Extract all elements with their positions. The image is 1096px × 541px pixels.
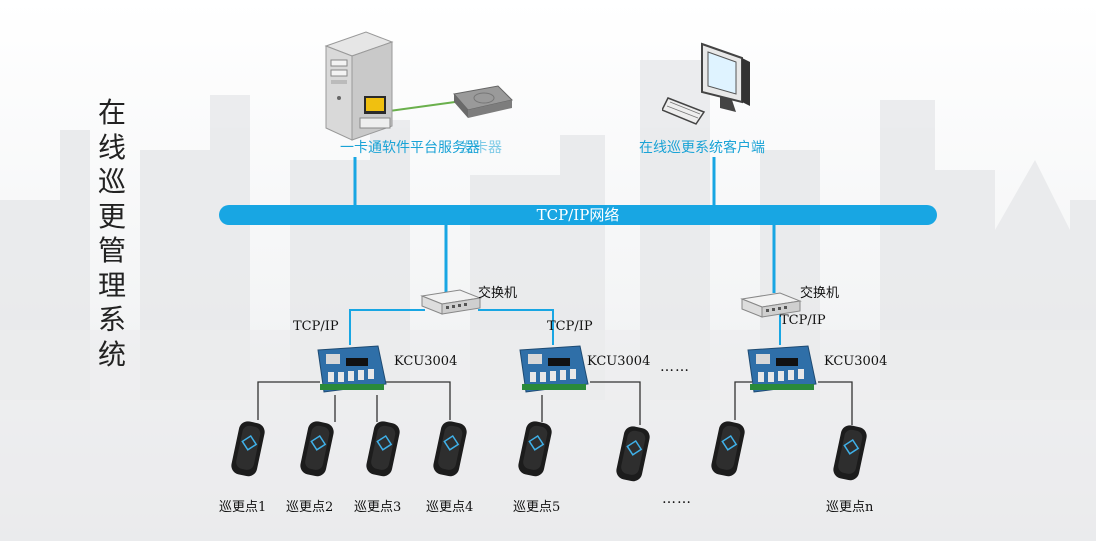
controller-board-icon <box>519 345 589 393</box>
card-reader-icon <box>616 426 650 482</box>
card-issuer-label: 发卡器 <box>460 140 502 156</box>
more-points-ellipsis: …… <box>662 491 692 507</box>
tcp-ip-network-bus: TCP/IP网络 <box>219 205 937 225</box>
server-label: 一卡通软件平台服务器 <box>340 140 480 156</box>
card-reader-icon <box>433 421 467 477</box>
title-char: 理 <box>97 268 126 302</box>
patrol-point-label: 巡更点n <box>826 500 874 515</box>
card-reader-icon <box>366 421 400 477</box>
network-switch-icon <box>420 289 482 315</box>
patrol-point-label: 巡更点3 <box>354 500 402 515</box>
network-label: TCP/IP网络 <box>536 206 620 224</box>
controller-label: KCU3004 <box>587 354 651 369</box>
controller-label: KCU3004 <box>394 354 458 369</box>
card-reader-icon <box>833 425 867 481</box>
title-char: 系 <box>97 303 126 336</box>
patrol-point-label: 巡更点4 <box>426 500 474 515</box>
client-label: 在线巡更系统客户端 <box>639 140 765 156</box>
title-char: 巡 <box>97 165 126 198</box>
switch-label: 交换机 <box>800 286 840 301</box>
more-controllers-ellipsis: …… <box>660 359 690 375</box>
patrol-point-label: 巡更点1 <box>219 500 267 515</box>
title-char: 统 <box>97 337 126 371</box>
card-reader-icon <box>300 421 334 477</box>
title-char: 线 <box>97 130 126 164</box>
patrol-point-label: 巡更点5 <box>513 500 561 515</box>
card-issuer-icon <box>453 85 513 118</box>
tcpip-link-label: TCP/IP <box>293 319 339 334</box>
tcpip-link-label: TCP/IP <box>547 319 593 334</box>
card-reader-icon <box>711 421 745 477</box>
controller-board-icon <box>317 345 387 393</box>
switch-label: 交换机 <box>478 286 518 301</box>
controller-board-icon <box>747 345 817 393</box>
title-char: 在 <box>97 96 126 129</box>
patrol-point-label: 巡更点2 <box>286 500 334 515</box>
card-reader-icon <box>518 421 552 477</box>
system-title-vertical: 在 线 巡 更 管 理 系 统 <box>92 96 132 372</box>
card-reader-icon <box>231 421 265 477</box>
server-tower-icon <box>324 31 394 141</box>
network-switch-icon <box>740 292 802 318</box>
title-char: 更 <box>97 199 126 233</box>
controller-label: KCU3004 <box>824 354 888 369</box>
tcpip-link-label: TCP/IP <box>780 313 826 328</box>
client-computer-icon <box>662 42 750 125</box>
title-char: 管 <box>97 234 126 267</box>
